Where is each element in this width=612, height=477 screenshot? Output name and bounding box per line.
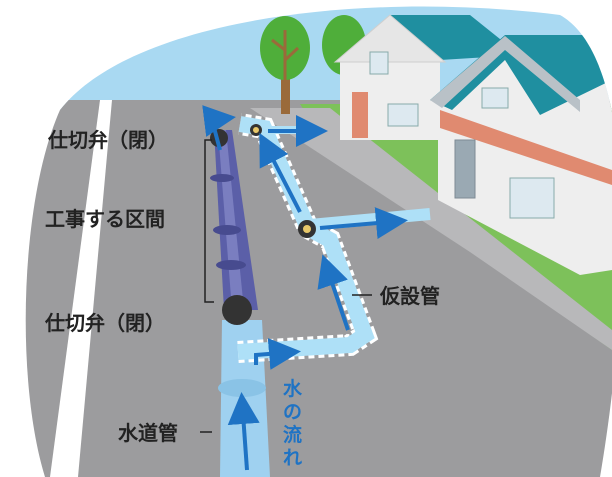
tree-left — [260, 16, 310, 114]
flow-arrows — [202, 105, 408, 471]
water-pipe-joint — [218, 379, 266, 397]
house-front — [430, 35, 612, 275]
leader-lines — [200, 139, 372, 433]
label-work-section: 工事する区間 — [45, 207, 165, 231]
lane-line — [50, 100, 112, 477]
flow-char-4: れ — [283, 447, 302, 469]
valve-bottom — [222, 295, 252, 325]
label-water-pipe: 水道管 — [118, 421, 178, 445]
label-temp-pipe: 仮設管 — [379, 284, 440, 308]
house-back — [333, 14, 520, 140]
branch-pipe-2 — [309, 208, 431, 231]
flow-char-3: 流 — [283, 423, 302, 446]
flow-char-1: 水 — [283, 378, 303, 400]
flow-char-2: の — [283, 401, 302, 423]
label-valve-bottom: 仕切弁（閉） — [44, 311, 165, 335]
label-valve-top: 仕切弁（閉） — [47, 128, 168, 152]
